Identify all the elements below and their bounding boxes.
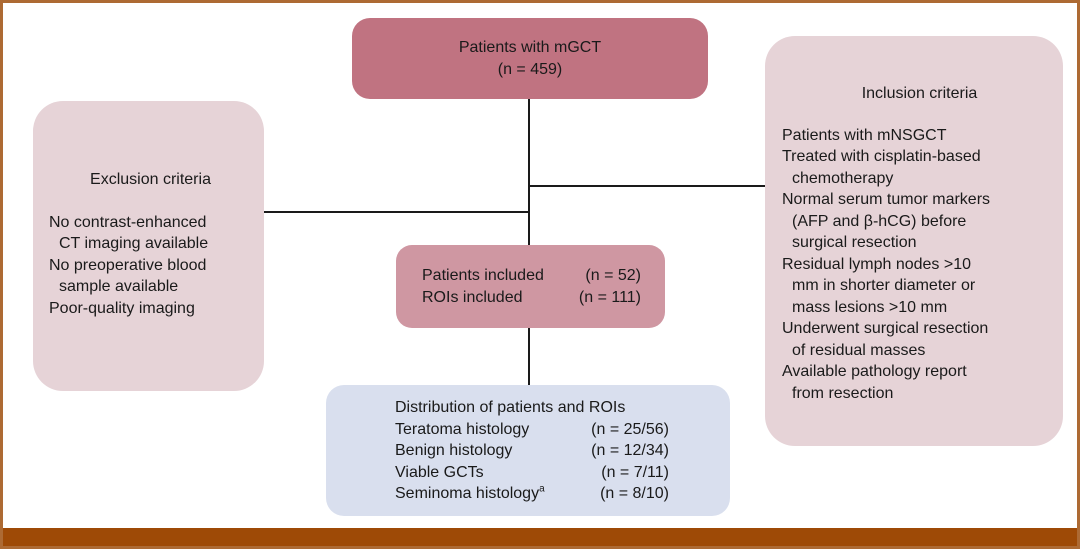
connector-top-to-included-line — [528, 99, 530, 246]
included-count: (n = 52) — [585, 266, 641, 284]
distribution-row: Benign histology (n = 12/34) — [395, 440, 669, 462]
distribution-count: (n = 25/56) — [591, 420, 669, 438]
inclusion-line: Available pathology report — [782, 363, 967, 380]
inclusion-line: from resection — [792, 384, 894, 402]
inclusion-line: Normal serum tumor markers — [782, 191, 991, 208]
inclusion-line: mm in shorter diameter or — [792, 277, 976, 294]
exclusion-line: sample available — [59, 278, 179, 295]
distribution-count: (n = 8/10) — [600, 485, 669, 502]
frame-bottom-bar — [3, 528, 1077, 546]
inclusion-line: mass lesions >10 mm — [792, 298, 948, 316]
included-count: (n = 111) — [578, 288, 641, 306]
included-row: Patients included (n = 52) — [422, 265, 641, 287]
footnote-marker: a — [539, 483, 545, 495]
inclusion-criteria-box: Inclusion criteria Patients with mNSGCT … — [765, 36, 1063, 446]
patients-mgct-box: Patients with mGCT (n = 459) — [352, 18, 708, 99]
connector-inclusion-line — [529, 185, 765, 187]
distribution-label: Viable GCTs — [395, 463, 484, 481]
exclusion-line: Poor-quality imaging — [49, 299, 195, 317]
exclusion-criteria-box: Exclusion criteria No contrast-enhanced … — [33, 101, 264, 391]
distribution-title: Distribution of patients and ROIs — [395, 399, 626, 416]
inclusion-line: Patients with mNSGCT — [782, 126, 947, 144]
distribution-count: (n = 7/11) — [601, 463, 669, 481]
distribution-count: (n = 12/34) — [591, 442, 669, 459]
patients-included-box: Patients included (n = 52) ROIs included… — [396, 245, 665, 328]
inclusion-line: (AFP and β-hCG) before — [792, 212, 967, 230]
included-label: ROIs included — [422, 288, 523, 306]
included-row: ROIs included (n = 111) — [422, 287, 641, 309]
inclusion-line: Treated with cisplatin-based — [782, 148, 981, 165]
distribution-label: Seminoma histologya — [395, 483, 545, 502]
distribution-row: Seminoma histologya (n = 8/10) — [395, 483, 669, 505]
patients-mgct-count: (n = 459) — [497, 60, 563, 78]
inclusion-heading: Inclusion criteria — [861, 85, 978, 102]
connector-included-to-distribution-line — [528, 328, 530, 386]
connector-exclusion-line — [264, 211, 529, 213]
inclusion-line: Residual lymph nodes >10 — [782, 255, 972, 273]
patients-mgct-title: Patients with mGCT — [458, 38, 602, 56]
exclusion-line: CT imaging available — [59, 235, 209, 252]
included-label: Patients included — [422, 266, 544, 284]
distribution-label: Teratoma histology — [395, 420, 530, 438]
inclusion-line: surgical resection — [792, 234, 917, 251]
distribution-row: Teratoma histology (n = 25/56) — [395, 419, 669, 441]
inclusion-line: of residual masses — [792, 341, 926, 359]
exclusion-heading: Exclusion criteria — [90, 171, 211, 188]
exclusion-line: No preoperative blood — [49, 256, 207, 274]
inclusion-line: Underwent surgical resection — [782, 320, 989, 337]
distribution-label: Benign histology — [395, 442, 513, 459]
inclusion-line: chemotherapy — [792, 169, 894, 187]
distribution-row: Viable GCTs (n = 7/11) — [395, 462, 669, 484]
exclusion-line: No contrast-enhanced — [49, 213, 207, 231]
distribution-box: Distribution of patients and ROIs Terato… — [326, 385, 730, 516]
